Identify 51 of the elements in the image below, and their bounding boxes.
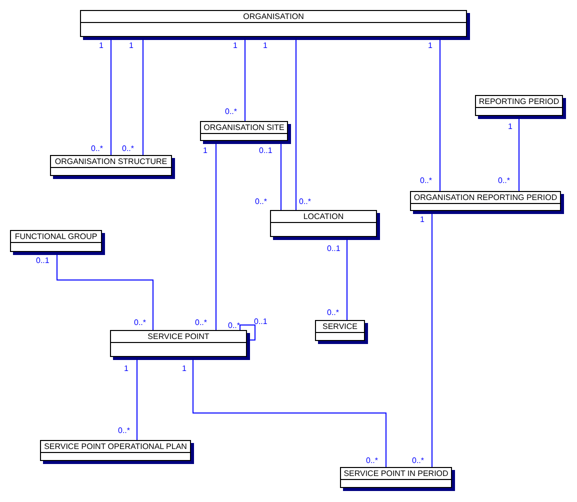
- multiplicity-label: 1: [508, 122, 512, 131]
- class-box: [110, 330, 247, 357]
- multiplicity-label: 0..*: [327, 308, 340, 317]
- multiplicity-label: 0..*: [228, 321, 240, 330]
- class-name: SERVICE POINT: [148, 332, 210, 341]
- class-name: SERVICE POINT OPERATIONAL PLAN: [44, 442, 187, 451]
- class-name: LOCATION: [303, 212, 344, 221]
- multiplicity-label: 1: [263, 41, 268, 50]
- multiplicity-label: 1: [182, 364, 186, 373]
- class-name: ORGANISATION STRUCTURE: [54, 157, 168, 166]
- class-box: [340, 467, 452, 488]
- multiplicity-label: 0..*: [134, 318, 146, 327]
- class-name: SERVICE: [322, 322, 358, 331]
- class-box: [270, 210, 377, 237]
- class-box: [200, 121, 288, 141]
- multiplicity-label: 1: [428, 41, 432, 50]
- multiplicity-label: 0..1: [259, 146, 272, 155]
- multiplicity-label: 0..*: [118, 426, 130, 435]
- multiplicity-label: 0..*: [91, 144, 104, 153]
- association-line: [240, 324, 256, 340]
- multiplicity-label: 1: [203, 146, 208, 155]
- class-name: FUNCTIONAL GROUP: [14, 232, 98, 241]
- class-box: [475, 95, 563, 116]
- multiplicity-label: 1: [99, 41, 104, 50]
- multiplicity-label: 0..*: [366, 456, 378, 465]
- multiplicity-label: 0..*: [255, 197, 268, 206]
- multiplicity-label: 1: [420, 215, 424, 224]
- multiplicity-label: 0..*: [122, 144, 134, 153]
- class-box: [410, 191, 561, 211]
- class-name: SERVICE POINT IN PERIOD: [344, 469, 448, 478]
- multiplicity-label: 1: [233, 41, 238, 50]
- multiplicity-label: 0..*: [225, 107, 238, 116]
- multiplicity-label: 0..*: [420, 176, 432, 185]
- multiplicity-label: 0..1: [327, 244, 340, 253]
- multiplicity-label: 0..*: [195, 318, 208, 327]
- class-box: [10, 230, 102, 252]
- class-box: [40, 440, 191, 461]
- multiplicity-label: 0..*: [498, 176, 510, 185]
- class-box: [80, 10, 467, 37]
- class-name: ORGANISATION SITE: [204, 123, 284, 132]
- class-box: [50, 155, 172, 176]
- multiplicity-label: 0..*: [412, 456, 424, 465]
- multiplicity-label: 0..*: [299, 197, 312, 206]
- multiplicity-label: 1: [124, 364, 128, 373]
- class-name: ORGANISATION REPORTING PERIOD: [414, 193, 558, 202]
- class-name: REPORTING PERIOD: [478, 97, 560, 106]
- multiplicity-label: 0..1: [36, 256, 50, 265]
- multiplicity-label: 1: [129, 41, 134, 50]
- class-box: [315, 320, 365, 341]
- class-name: ORGANISATION: [243, 12, 304, 21]
- multiplicity-label: 0..1: [254, 317, 268, 326]
